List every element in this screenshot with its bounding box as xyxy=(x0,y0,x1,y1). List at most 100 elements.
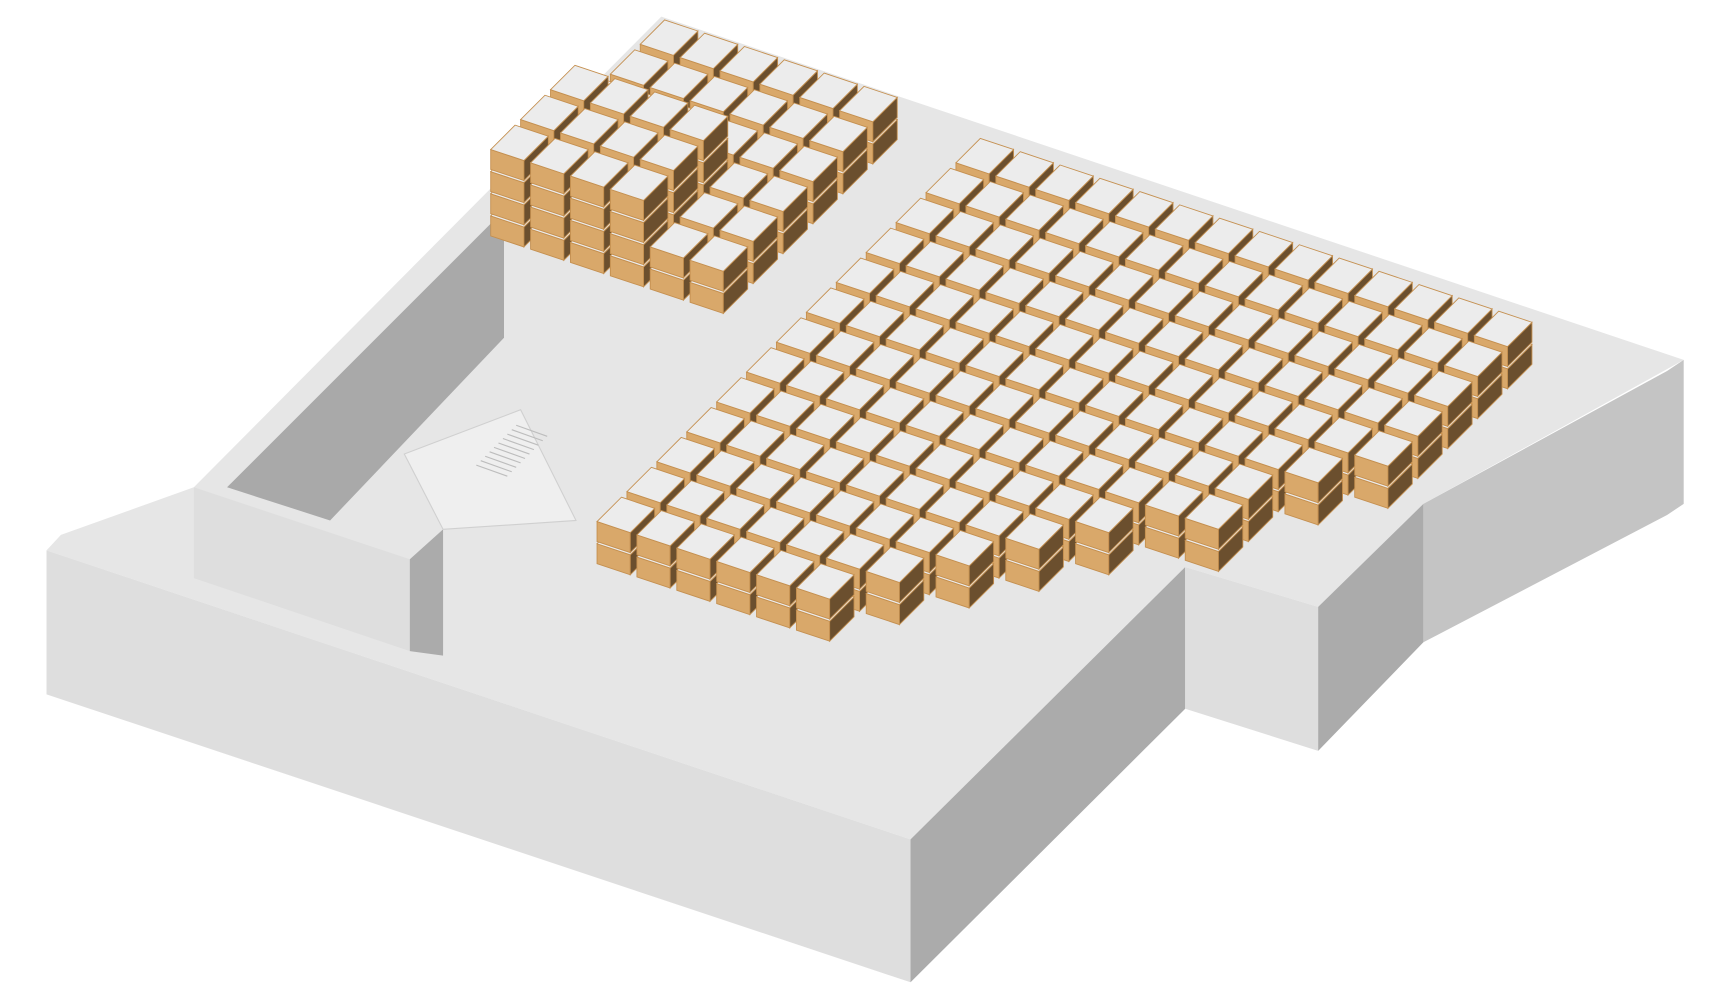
crate-top xyxy=(609,164,669,201)
crate-top xyxy=(855,343,915,381)
crate-top xyxy=(1134,436,1194,474)
crate-top xyxy=(845,460,905,497)
crate-top xyxy=(1174,450,1234,487)
crate-top xyxy=(825,533,885,570)
crate-top xyxy=(865,387,925,424)
stair-step xyxy=(498,442,530,455)
left-wall-front xyxy=(193,487,410,652)
crate-top xyxy=(1314,257,1374,294)
crate-top xyxy=(1234,390,1294,427)
crate-top xyxy=(1104,466,1164,504)
crate-top xyxy=(1074,177,1134,215)
crate-top xyxy=(1174,290,1234,328)
crate-top xyxy=(489,124,550,162)
crate-top xyxy=(1224,347,1284,384)
crate-top xyxy=(629,91,689,128)
crate xyxy=(689,235,749,293)
crate-top xyxy=(805,287,865,324)
crate-top xyxy=(735,463,796,500)
crate-top xyxy=(639,134,699,172)
crate-top xyxy=(656,436,716,474)
crate-top xyxy=(675,523,736,560)
crate xyxy=(935,529,995,587)
crate-top xyxy=(805,446,865,484)
crate-top xyxy=(1184,493,1244,530)
crate-top xyxy=(1034,323,1095,361)
crate-top xyxy=(1054,410,1115,447)
crate-top xyxy=(1314,416,1374,454)
crate-top xyxy=(1114,191,1174,228)
crate-top xyxy=(985,426,1045,464)
pit-inner-wall xyxy=(227,210,505,521)
crate-top xyxy=(1304,373,1364,411)
crate-top xyxy=(1144,320,1204,358)
crate-top xyxy=(1104,307,1164,344)
crate-top xyxy=(1403,327,1463,364)
crate-top xyxy=(825,373,885,411)
crate-top xyxy=(955,297,1015,334)
crate-top xyxy=(1383,400,1444,437)
stair-step xyxy=(480,460,512,473)
crate-top xyxy=(1274,244,1334,281)
crate-top xyxy=(719,46,779,83)
stair-step xyxy=(511,429,543,442)
stair-step xyxy=(484,455,517,468)
crate-top xyxy=(715,536,776,574)
crate-top xyxy=(905,240,965,278)
crate-top xyxy=(815,330,875,368)
crate-top xyxy=(955,456,1015,494)
far-right-wall-face xyxy=(1423,359,1684,643)
crate-top xyxy=(669,104,729,142)
crate-top xyxy=(1214,304,1274,341)
crate-top xyxy=(1144,480,1204,517)
crate-top xyxy=(1034,164,1095,201)
stair-step xyxy=(489,451,521,464)
crate-top xyxy=(765,433,825,471)
left-divider-wall xyxy=(409,529,444,656)
crate xyxy=(1074,496,1134,554)
crate-top xyxy=(1333,343,1394,381)
crate-top xyxy=(679,192,739,229)
crate-top xyxy=(1024,280,1085,318)
crate-top xyxy=(1024,440,1085,477)
crate-top xyxy=(1254,317,1314,354)
crate-top xyxy=(1034,483,1095,520)
crate-top xyxy=(636,510,696,547)
crate-top xyxy=(1413,370,1473,407)
crate-top xyxy=(965,340,1025,378)
crate-top xyxy=(1443,340,1503,378)
crate-top xyxy=(838,85,899,123)
crate-top xyxy=(1204,260,1264,298)
crate-top xyxy=(759,59,819,96)
crate-top xyxy=(1194,217,1254,255)
crate-top xyxy=(994,151,1055,188)
crate-top xyxy=(875,270,935,308)
crate-top xyxy=(589,78,649,115)
crate-top xyxy=(1274,403,1334,441)
crate-top xyxy=(935,529,995,567)
crate-top xyxy=(1184,333,1244,371)
crate-top xyxy=(649,222,709,259)
crate-top xyxy=(985,267,1045,304)
crate xyxy=(865,546,925,604)
crate-top xyxy=(1154,363,1214,401)
crate-top xyxy=(755,549,815,587)
crate-top xyxy=(1044,367,1105,404)
crate-top xyxy=(945,254,1005,291)
stair-step xyxy=(515,424,548,437)
crate-top xyxy=(1244,433,1304,471)
crate-top xyxy=(865,546,925,584)
crate-top xyxy=(749,175,809,213)
crate-top xyxy=(1244,274,1304,311)
crate-top xyxy=(855,503,915,540)
crate-top xyxy=(1433,297,1493,334)
crate-top xyxy=(1154,204,1214,241)
crate-top xyxy=(1074,496,1134,534)
crate-top xyxy=(755,390,815,427)
crate-top xyxy=(795,403,855,441)
crate-top xyxy=(1014,237,1075,275)
crate-top xyxy=(798,72,859,110)
crate-top xyxy=(695,450,756,487)
crate-top xyxy=(1323,300,1384,338)
